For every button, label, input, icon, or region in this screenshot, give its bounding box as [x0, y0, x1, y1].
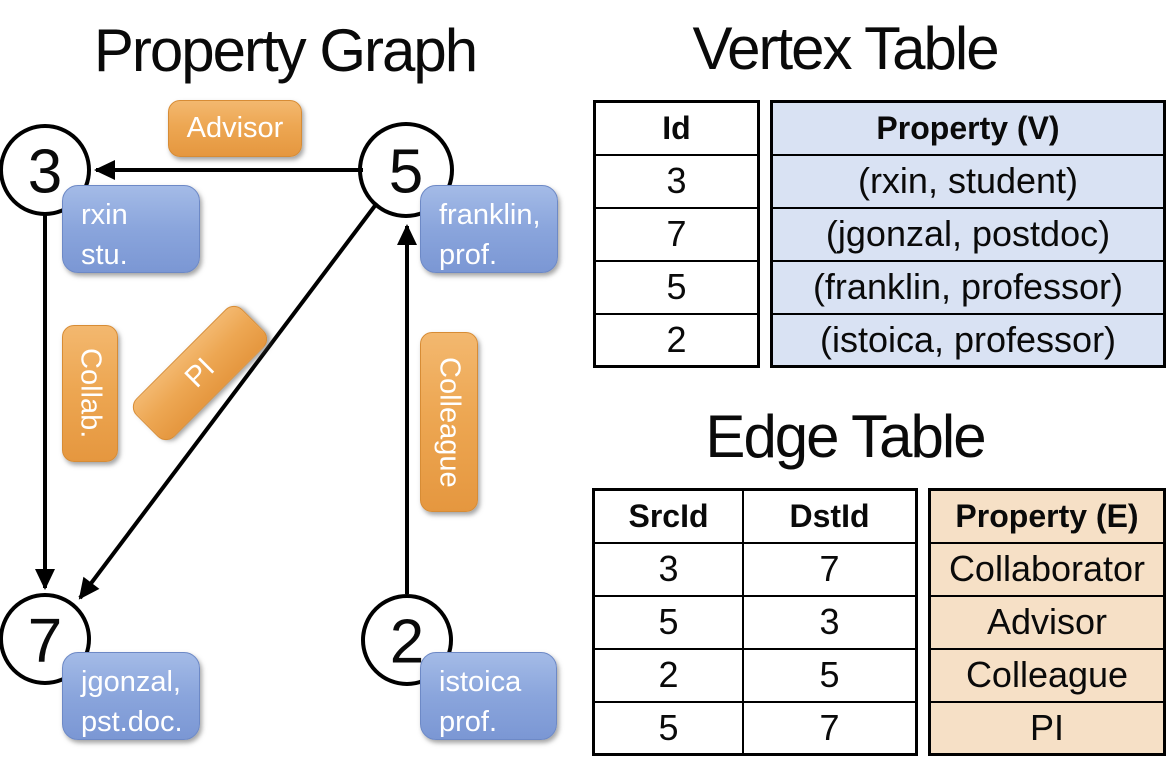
edge-table-dstid-header: DstId	[742, 488, 918, 544]
edge-table-property-cell: PI	[928, 700, 1166, 756]
vertex-table-id-cell: 7	[593, 206, 760, 262]
vertex-table-id-cell: 2	[593, 312, 760, 368]
edge-table-id-columns: SrcId DstId 3 7 5 3 2 5 5 7	[592, 488, 918, 756]
vertex-property-line: prof.	[439, 239, 498, 271]
edge-table-srcid-header: SrcId	[592, 488, 744, 544]
vertex-table-property-header: Property (V)	[770, 100, 1166, 156]
edge-table-srcid-cell: 5	[592, 594, 744, 650]
edge-table-dstid-cell: 3	[742, 594, 918, 650]
edge-arrow-pi-5-to-7	[78, 201, 379, 600]
vertex-property-box-istoica: istoica prof.	[420, 652, 557, 740]
vertex-table-id-column: Id 3 7 5 2	[593, 100, 760, 368]
edge-table-dstid-cell: 7	[742, 700, 918, 756]
vertex-id-3: 3	[28, 138, 62, 207]
vertex-property-line: istoica	[439, 666, 522, 698]
vertex-property-box-rxin: rxin stu.	[62, 185, 200, 273]
edge-table-property-cell: Advisor	[928, 594, 1166, 650]
edge-table-srcid-cell: 2	[592, 647, 744, 703]
vertex-table-property-cell: (jgonzal, postdoc)	[770, 206, 1166, 262]
vertex-id-2: 2	[390, 608, 424, 677]
vertex-table-id-cell: 5	[593, 259, 760, 315]
vertex-id-7: 7	[28, 607, 62, 676]
edge-label-collab: Collab.	[62, 325, 118, 462]
vertex-property-box-franklin: franklin, prof.	[420, 185, 558, 273]
edge-table-property-header: Property (E)	[928, 488, 1166, 544]
vertex-property-line: franklin,	[439, 199, 541, 231]
edge-table-property-column: Property (E) Collaborator Advisor Collea…	[928, 488, 1166, 756]
vertex-table-property-cell: (istoica, professor)	[770, 312, 1166, 368]
vertex-table-id-header: Id	[593, 100, 760, 156]
vertex-property-line: stu.	[81, 239, 128, 271]
edge-table-srcid-cell: 3	[592, 541, 744, 597]
edge-table-dstid-cell: 7	[742, 541, 918, 597]
vertex-table-property-column: Property (V) (rxin, student) (jgonzal, p…	[770, 100, 1166, 368]
vertex-table-title: Vertex Table	[692, 15, 999, 82]
edge-table-property-cell: Collaborator	[928, 541, 1166, 597]
edge-table-property-cell: Colleague	[928, 647, 1166, 703]
property-graph-title: Property Graph	[93, 17, 478, 84]
vertex-table-property-cell: (rxin, student)	[770, 153, 1166, 209]
vertex-property-line: prof.	[439, 706, 498, 738]
vertex-property-line: jgonzal,	[81, 666, 181, 698]
vertex-table-property-cell: (franklin, professor)	[770, 259, 1166, 315]
edge-table-title: Edge Table	[705, 403, 986, 470]
vertex-table-id-cell: 3	[593, 153, 760, 209]
vertex-property-box-jgonzal: jgonzal, pst.doc.	[62, 652, 200, 740]
edge-table-srcid-cell: 5	[592, 700, 744, 756]
vertex-id-5: 5	[389, 138, 423, 207]
edge-label-advisor: Advisor	[168, 100, 302, 157]
edge-label-colleague: Colleague	[420, 332, 478, 512]
edge-table-dstid-cell: 5	[742, 647, 918, 703]
vertex-property-line: pst.doc.	[81, 706, 183, 738]
vertex-property-line: rxin	[81, 199, 128, 231]
